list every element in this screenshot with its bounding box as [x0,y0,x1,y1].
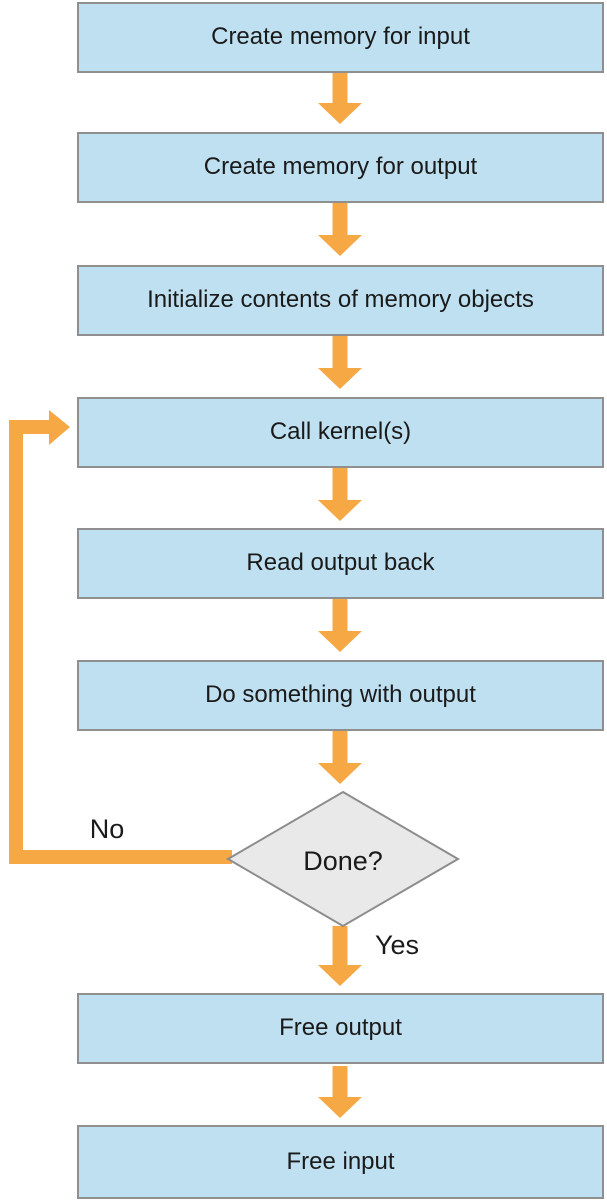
step-free-output: Free output [77,993,604,1064]
arrow-initialize-to-call-kernels [318,336,362,389]
step-create-memory-for-output: Create memory for output [77,132,604,203]
step-label: Create memory for input [211,23,470,51]
step-label: Free input [286,1147,395,1175]
step-label: Free output [279,1014,402,1042]
step-label: Create memory for output [203,153,478,181]
step-label: Call kernel(s) [269,418,412,446]
step-initialize-memory-objects: Initialize contents of memory objects [77,265,604,336]
arrow-read-output-to-do-something [318,599,362,652]
arrow-free-output-to-free-input [318,1066,362,1118]
arrow-output-memory-to-initialize [318,203,362,256]
edge-label-yes: Yes [374,930,420,960]
decision-done-diamond [226,790,460,928]
edge-label-no: No [89,814,125,844]
step-label: Initialize contents of memory objects [147,286,534,314]
step-do-something-with-output: Do something with output [77,660,604,731]
arrow-done-yes-to-free-output [318,926,362,986]
loop-no-arrow [9,410,232,864]
step-free-input: Free input [77,1125,604,1199]
arrow-input-to-output-memory [318,73,362,124]
step-read-output-back: Read output back [77,528,604,599]
step-create-memory-for-input: Create memory for input [77,2,604,73]
step-label: Do something with output [205,681,476,709]
step-label: Read output back [246,549,435,577]
step-call-kernels: Call kernel(s) [77,397,604,468]
decision-done-label: Done? [303,846,383,876]
arrow-call-kernels-to-read-output [318,468,362,521]
arrow-do-something-to-done [318,731,362,784]
